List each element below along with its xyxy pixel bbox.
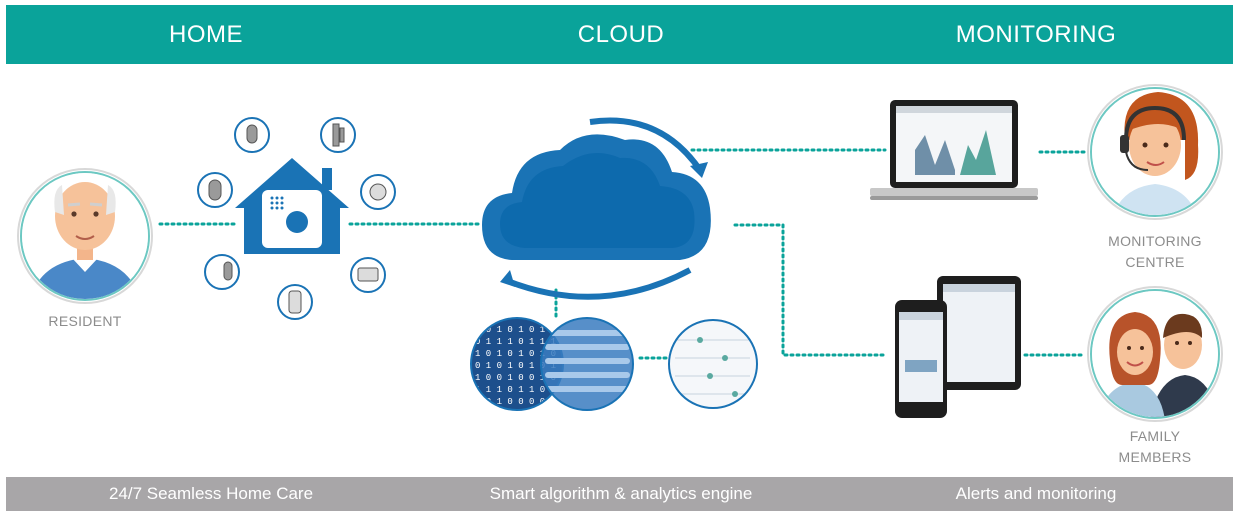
svg-text:1 0 1 0 1 0 1 0: 1 0 1 0 1 0 1 0 <box>475 349 556 359</box>
footer-cloud: Smart algorithm & analytics engine <box>489 484 753 503</box>
header-home: HOME <box>169 21 243 48</box>
label-resident: RESIDENT <box>48 313 122 329</box>
footer-bar: 24/7 Seamless Home Care Smart algorithm … <box>6 477 1233 511</box>
family-avatar <box>1087 286 1223 422</box>
svg-text:0 1 1 1 0 1 1 1: 0 1 1 1 0 1 1 1 <box>475 337 556 347</box>
footer-monitoring: Alerts and monitoring <box>955 484 1117 503</box>
svg-text:0 1 0 1 0 1 0 1: 0 1 0 1 0 1 0 1 <box>475 361 556 371</box>
tablet-phone-icon <box>895 276 1021 418</box>
sensor-glyphs <box>208 123 387 314</box>
svg-text:1 0 0 1 0 0 1 0: 1 0 0 1 0 0 1 0 <box>475 373 556 383</box>
data-binary-icon: 1 0 1 0 1 0 1 0 0 1 1 1 0 1 1 1 1 0 1 0 … <box>470 317 634 411</box>
operator-avatar <box>1087 84 1223 220</box>
svg-text:1 1 1 0 1 1 0 1: 1 1 1 0 1 1 0 1 <box>475 385 556 395</box>
laptop-dashboard-icon <box>870 100 1038 200</box>
cloud-sync-icon <box>482 117 711 300</box>
label-family-members: FAMILY MEMBERS <box>1118 428 1192 465</box>
svg-text:1 0 1 0 1 0 1 0: 1 0 1 0 1 0 1 0 <box>475 325 556 335</box>
resident-avatar <box>17 168 153 304</box>
header-cloud: CLOUD <box>577 21 665 48</box>
header-monitoring: MONITORING <box>955 21 1117 48</box>
header-bar: HOME CLOUD MONITORING <box>6 5 1233 64</box>
svg-text:0 0 1 0 0 0 0 0: 0 0 1 0 0 0 0 0 <box>475 397 556 407</box>
analytics-chart-icon <box>668 319 758 409</box>
smart-home-hub-icon <box>235 158 349 254</box>
label-monitoring-centre: MONITORING CENTRE <box>1108 233 1202 270</box>
footer-home: 24/7 Seamless Home Care <box>108 484 314 503</box>
